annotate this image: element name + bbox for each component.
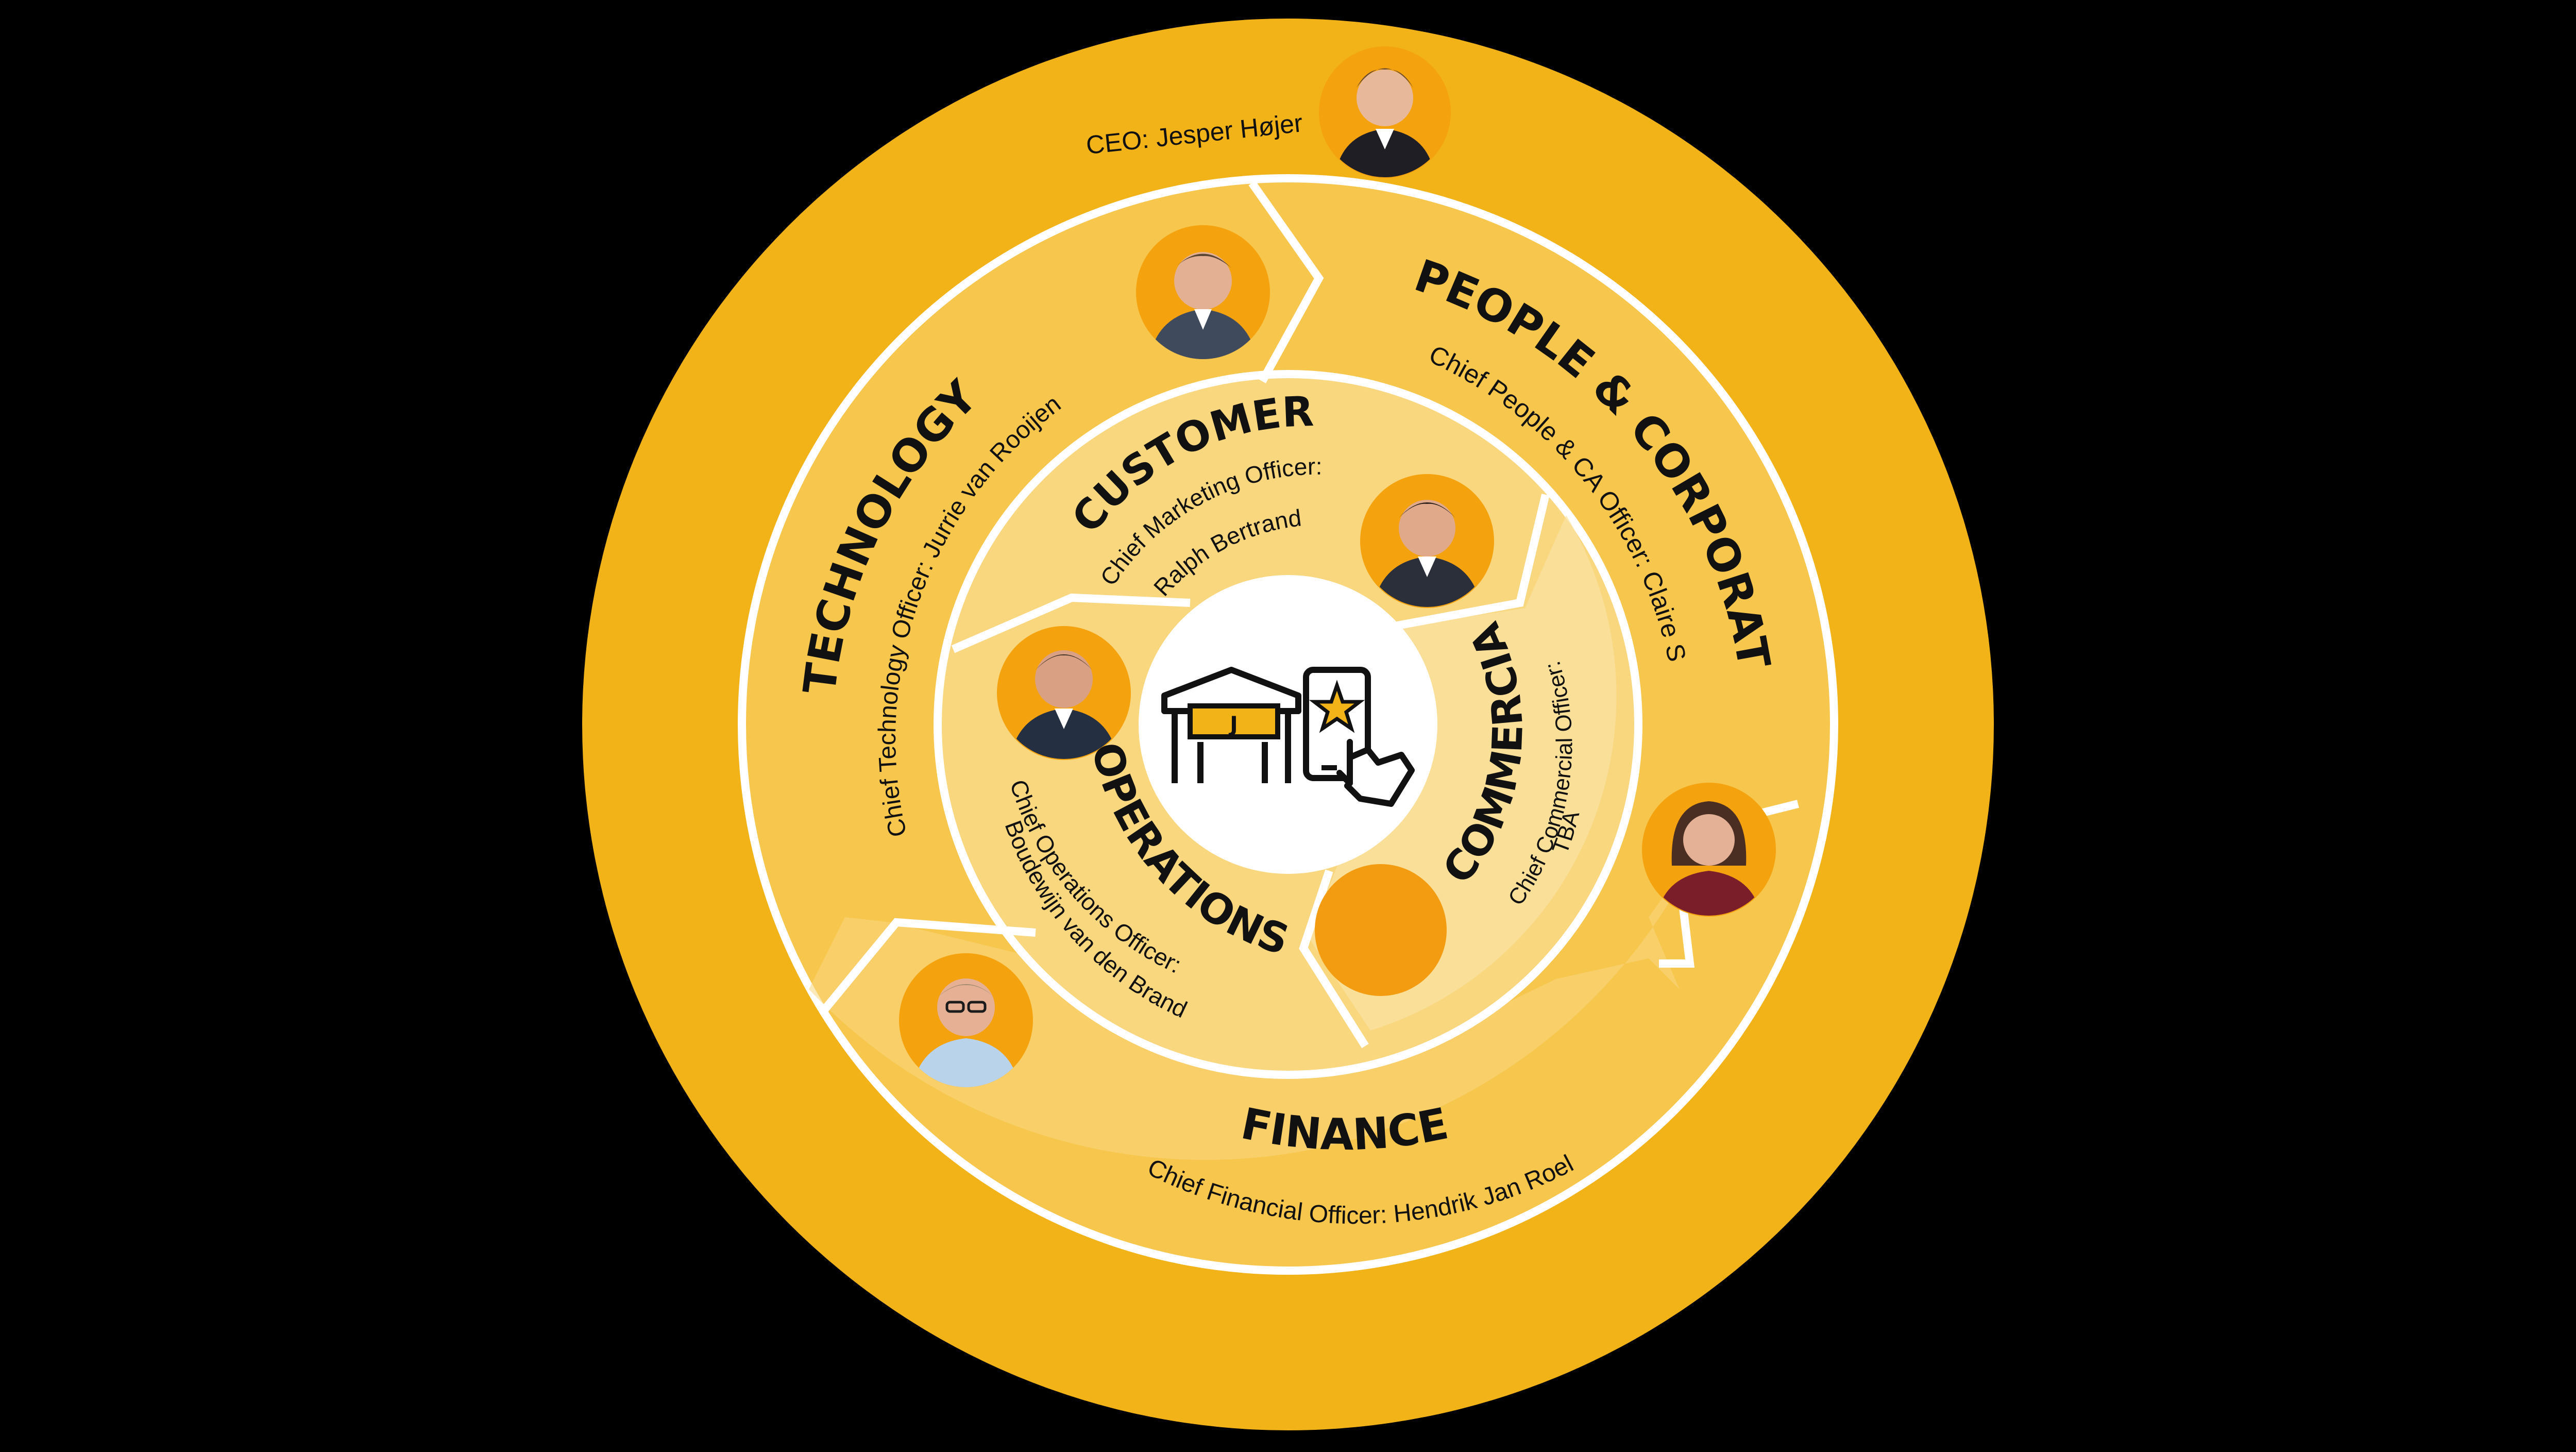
finance-band (809, 845, 1700, 1160)
divider-left-chevron (821, 918, 1036, 1013)
hand-tap-icon (1336, 739, 1415, 807)
portrait-people (1642, 783, 1776, 917)
divider-top-chevron (1248, 180, 1324, 383)
portrait-ceo (1319, 46, 1451, 178)
warehouse-label: J (1228, 712, 1238, 737)
portrait-commercial-placeholder (1315, 864, 1447, 996)
divider-inner-left (951, 593, 1191, 653)
warehouse-icon: J (1161, 667, 1301, 783)
divider-inner-bottom (1299, 869, 1369, 1049)
portrait-customer (1360, 474, 1494, 608)
portrait-operations (997, 626, 1131, 760)
divider-inner-top (1380, 494, 1550, 633)
portrait-technology (1136, 225, 1270, 359)
portrait-finance (899, 953, 1033, 1087)
